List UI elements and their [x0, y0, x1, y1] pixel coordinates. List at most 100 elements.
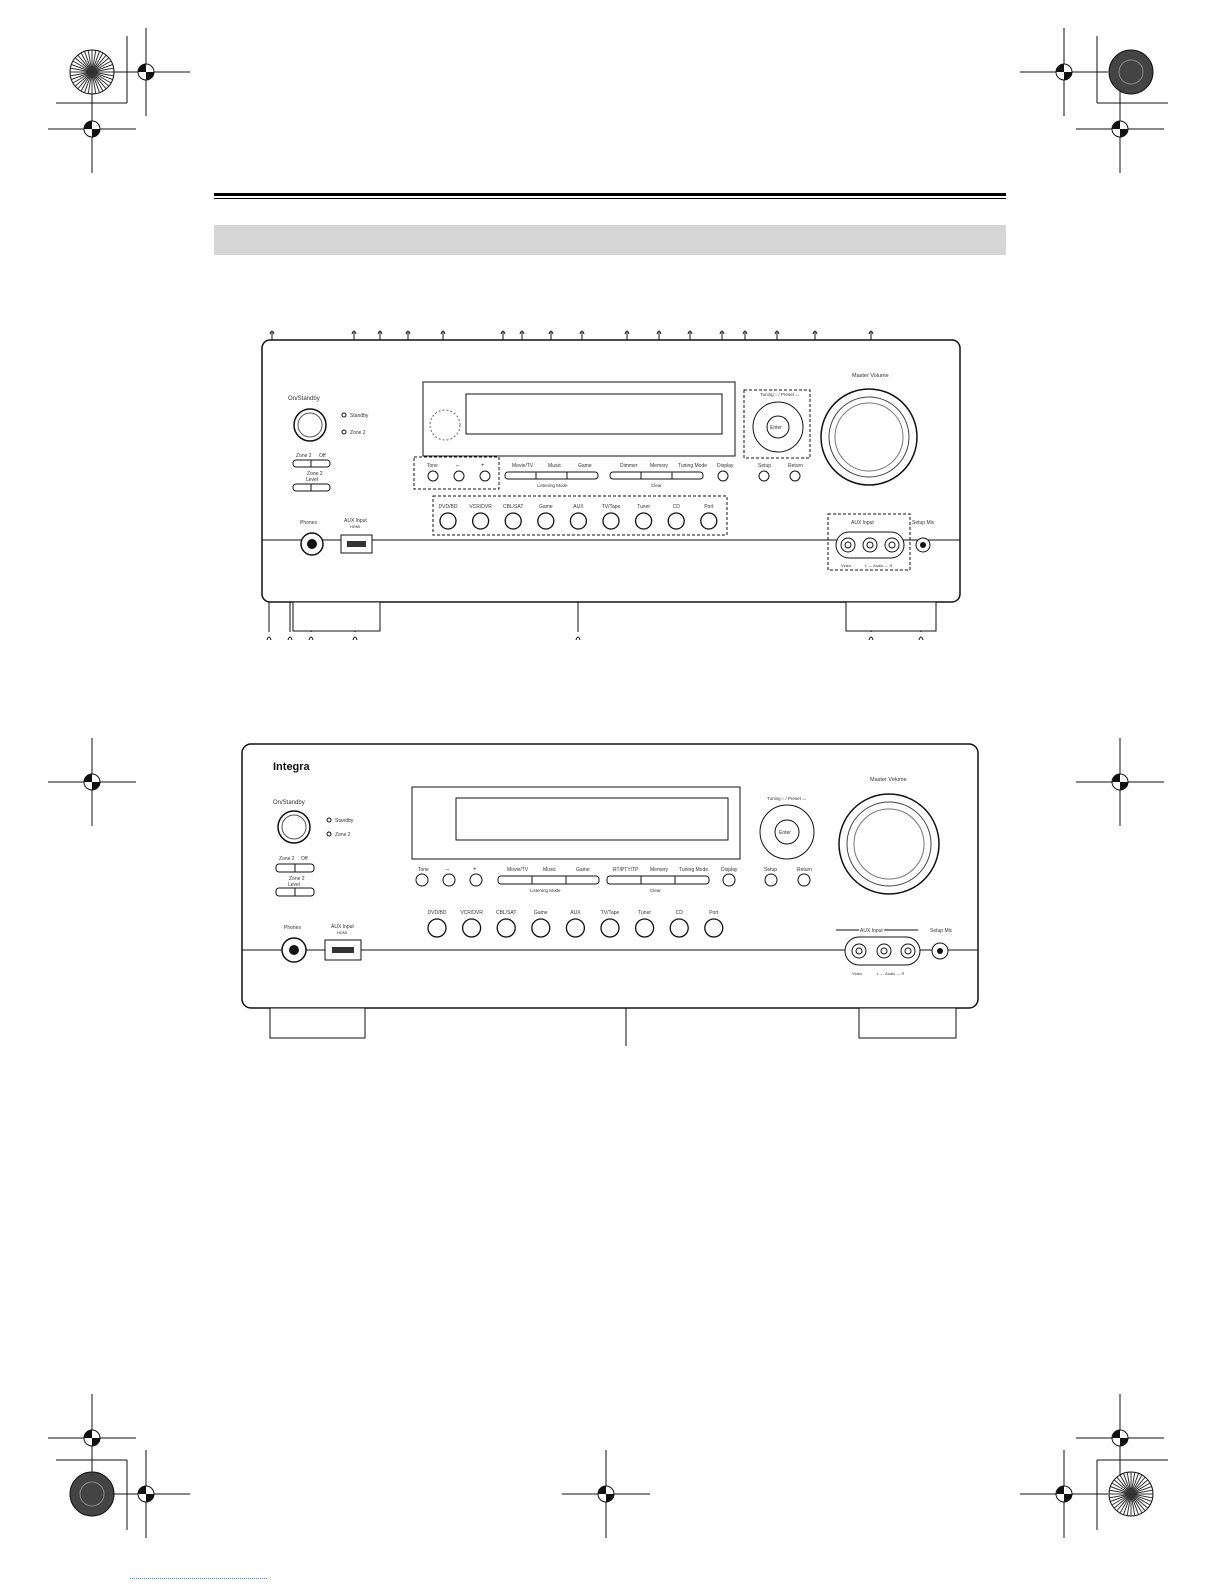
input-selector-label-2: TV/Tape	[601, 910, 620, 916]
zone2-indicator-label: Zone 2	[350, 430, 366, 436]
hdmi-sublabel-2: HDMI	[337, 930, 347, 935]
input-selector-button[interactable]	[700, 512, 718, 530]
minus-button[interactable]	[453, 470, 465, 482]
phones-label-2: Phones	[284, 925, 301, 931]
tuner-bar-2[interactable]	[606, 875, 710, 885]
input-selector-button[interactable]	[471, 512, 490, 530]
input-selector-button-2[interactable]	[427, 918, 447, 938]
input-selector-button-2[interactable]	[704, 918, 724, 938]
setup-button[interactable]	[758, 470, 770, 482]
color-target-ray	[74, 71, 93, 87]
callout-tick	[624, 330, 630, 335]
return-label-2: Return	[797, 867, 812, 873]
callout-tick	[352, 636, 358, 641]
color-target-ray	[72, 60, 93, 73]
section-heading-band	[214, 225, 1006, 255]
registration-fill	[138, 1486, 154, 1502]
listening-mode-label-1: Music	[548, 463, 562, 469]
color-target-ray	[1116, 1476, 1132, 1495]
power-button-2[interactable]	[277, 810, 311, 844]
input-selector-label: Game	[539, 504, 553, 510]
plus-button-2[interactable]	[469, 873, 483, 887]
display-button[interactable]	[717, 470, 729, 482]
listening-mode-bar[interactable]	[504, 471, 599, 480]
input-selector-button[interactable]	[667, 512, 685, 530]
tuner-bar[interactable]	[609, 471, 704, 480]
registration-fill	[598, 1486, 614, 1502]
hdmi-sublabel: HDMI	[350, 524, 360, 529]
registration-fill	[138, 64, 154, 80]
callout-tick	[812, 330, 818, 335]
display-button-2[interactable]	[722, 873, 736, 887]
setup-button-2[interactable]	[764, 873, 778, 887]
enter-button-2[interactable]	[774, 819, 800, 845]
video-jack[interactable]	[840, 537, 856, 553]
tone-label: Tone	[427, 463, 438, 469]
callout-tick	[266, 636, 272, 641]
color-target-ray	[1130, 1472, 1136, 1495]
audio-left-jack[interactable]	[862, 537, 878, 553]
video-jack-2[interactable]	[851, 943, 867, 959]
audio-right-jack[interactable]	[884, 537, 900, 553]
color-target-ray	[1126, 1493, 1132, 1516]
color-target-ray	[80, 71, 93, 92]
minus-button-2[interactable]	[442, 873, 456, 887]
plus-label-2: +	[473, 867, 477, 873]
input-selector-label: TV/Tape	[602, 504, 621, 510]
tone-button[interactable]	[427, 470, 439, 482]
color-target-ray	[91, 67, 114, 73]
input-selector-button[interactable]	[634, 512, 653, 530]
color-target-ray	[91, 71, 100, 93]
master-volume-label-2: Master Volume	[870, 777, 907, 783]
input-selector-button[interactable]	[602, 512, 620, 530]
color-target-ray	[91, 71, 112, 84]
registration-fill	[1056, 64, 1072, 80]
audio-left-jack-2[interactable]	[876, 943, 892, 959]
receiver-front-panel-2: Integra On/Standby Standby Zone 2 Zone 2…	[241, 743, 979, 1039]
input-selector-button[interactable]	[439, 512, 457, 530]
input-selector-label-2: Port	[709, 910, 719, 916]
power-button[interactable]	[293, 408, 327, 442]
input-selector-button-2[interactable]	[565, 918, 586, 938]
callout-tick	[287, 636, 293, 641]
input-selector-button-2[interactable]	[669, 918, 689, 938]
setup-label-2: Setup	[764, 867, 777, 873]
input-selector-button-2[interactable]	[600, 918, 620, 938]
return-label: Return	[788, 463, 803, 469]
clear-caption-2: Clear	[650, 888, 661, 893]
input-selector-button-2[interactable]	[531, 918, 551, 938]
callout-tick	[500, 330, 506, 335]
return-button[interactable]	[789, 470, 801, 482]
color-target-ray	[1111, 1482, 1132, 1495]
callout-tick	[687, 330, 693, 335]
input-selector-button[interactable]	[537, 512, 555, 530]
color-target-ray	[1130, 1489, 1153, 1495]
input-selector-outline	[432, 495, 728, 536]
color-target-ray	[1130, 1474, 1143, 1495]
color-target-ray	[1130, 1482, 1151, 1495]
color-target-ray	[71, 64, 93, 73]
audio-right-jack-2[interactable]	[900, 943, 916, 959]
input-selector-button-2[interactable]	[496, 918, 516, 938]
callout-tick	[719, 330, 725, 335]
clear-caption: Clear	[651, 483, 662, 488]
standby-led-2	[326, 817, 332, 823]
input-selector-label-2: DVD/BD	[428, 910, 447, 916]
enter-label-2: Enter	[779, 830, 791, 836]
input-selector-button[interactable]	[504, 512, 522, 530]
enter-button[interactable]	[766, 415, 790, 439]
plus-button[interactable]	[479, 470, 491, 482]
listening-mode-bar-2[interactable]	[497, 875, 600, 885]
level-label: Level	[306, 477, 318, 483]
standby-label-2: Standby	[335, 818, 354, 824]
tone-button-2[interactable]	[415, 873, 429, 887]
color-target-ray	[91, 71, 114, 77]
input-selector-button-2[interactable]	[461, 918, 482, 938]
aux-hdmi-label: AUX Input	[344, 518, 367, 524]
footer-link-underline[interactable]	[130, 1578, 267, 1579]
input-selector-button-2[interactable]	[634, 918, 655, 938]
return-button-2[interactable]	[797, 873, 811, 887]
input-selector-button[interactable]	[569, 512, 588, 530]
color-target-ray	[87, 71, 93, 94]
